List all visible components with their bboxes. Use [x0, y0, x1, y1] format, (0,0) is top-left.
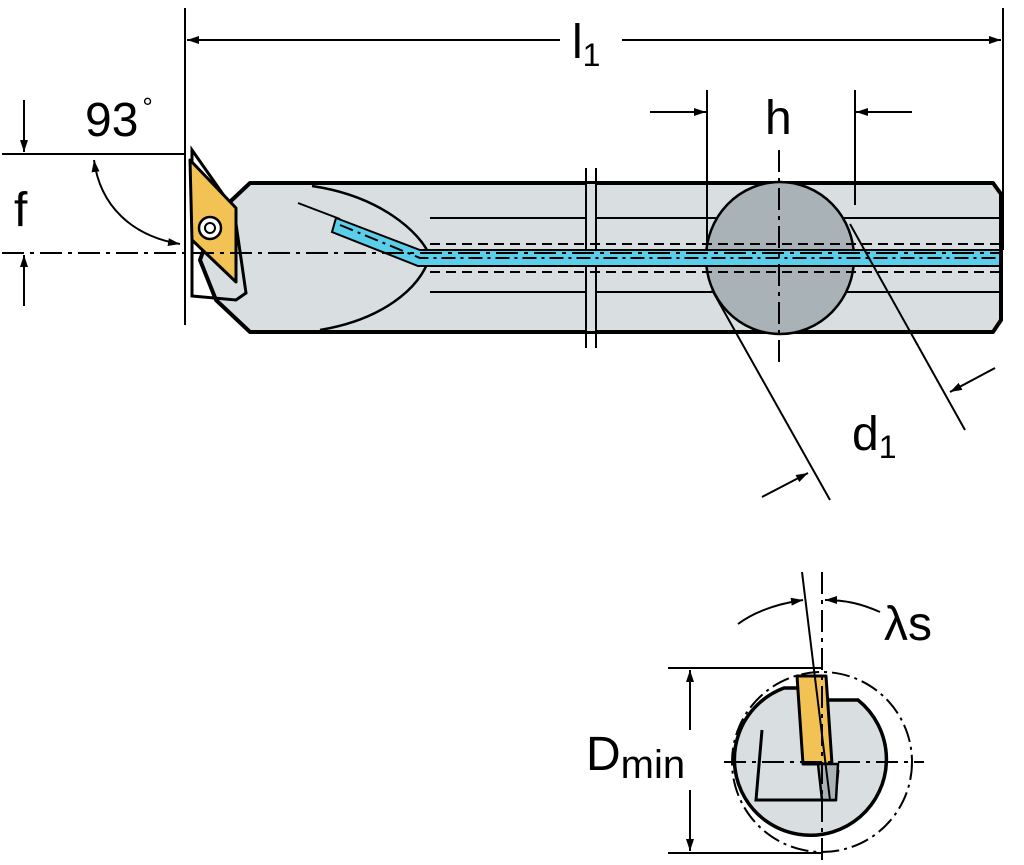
l1-label: l1 — [572, 16, 600, 73]
h-label: h — [765, 92, 792, 145]
insert-screw-outer — [197, 215, 223, 241]
d1-extension-left — [711, 289, 831, 501]
angle-arc — [91, 159, 181, 246]
coolant-centerline — [339, 224, 1000, 259]
lambda-arc-right — [824, 596, 881, 613]
coolant-entry-line — [297, 202, 341, 220]
dmin-label: Dmin — [586, 728, 685, 787]
lambda-inclination-line — [801, 571, 831, 801]
d1-label: d1 — [852, 408, 897, 465]
insert-screw-inner — [204, 222, 216, 234]
end-insert — [795, 674, 834, 766]
f-label: f — [14, 184, 28, 237]
side-view: l1 h 93° f d1 — [2, 8, 1004, 501]
angle-label: 93° — [85, 92, 153, 147]
d1-arrow-right — [949, 367, 996, 393]
lambda-s-label: λs — [884, 598, 932, 651]
end-view: Dmin λs — [586, 571, 932, 862]
d1-extension-right — [849, 223, 966, 431]
d1-arrow-left — [761, 472, 809, 498]
lambda-arc-left — [737, 597, 804, 625]
